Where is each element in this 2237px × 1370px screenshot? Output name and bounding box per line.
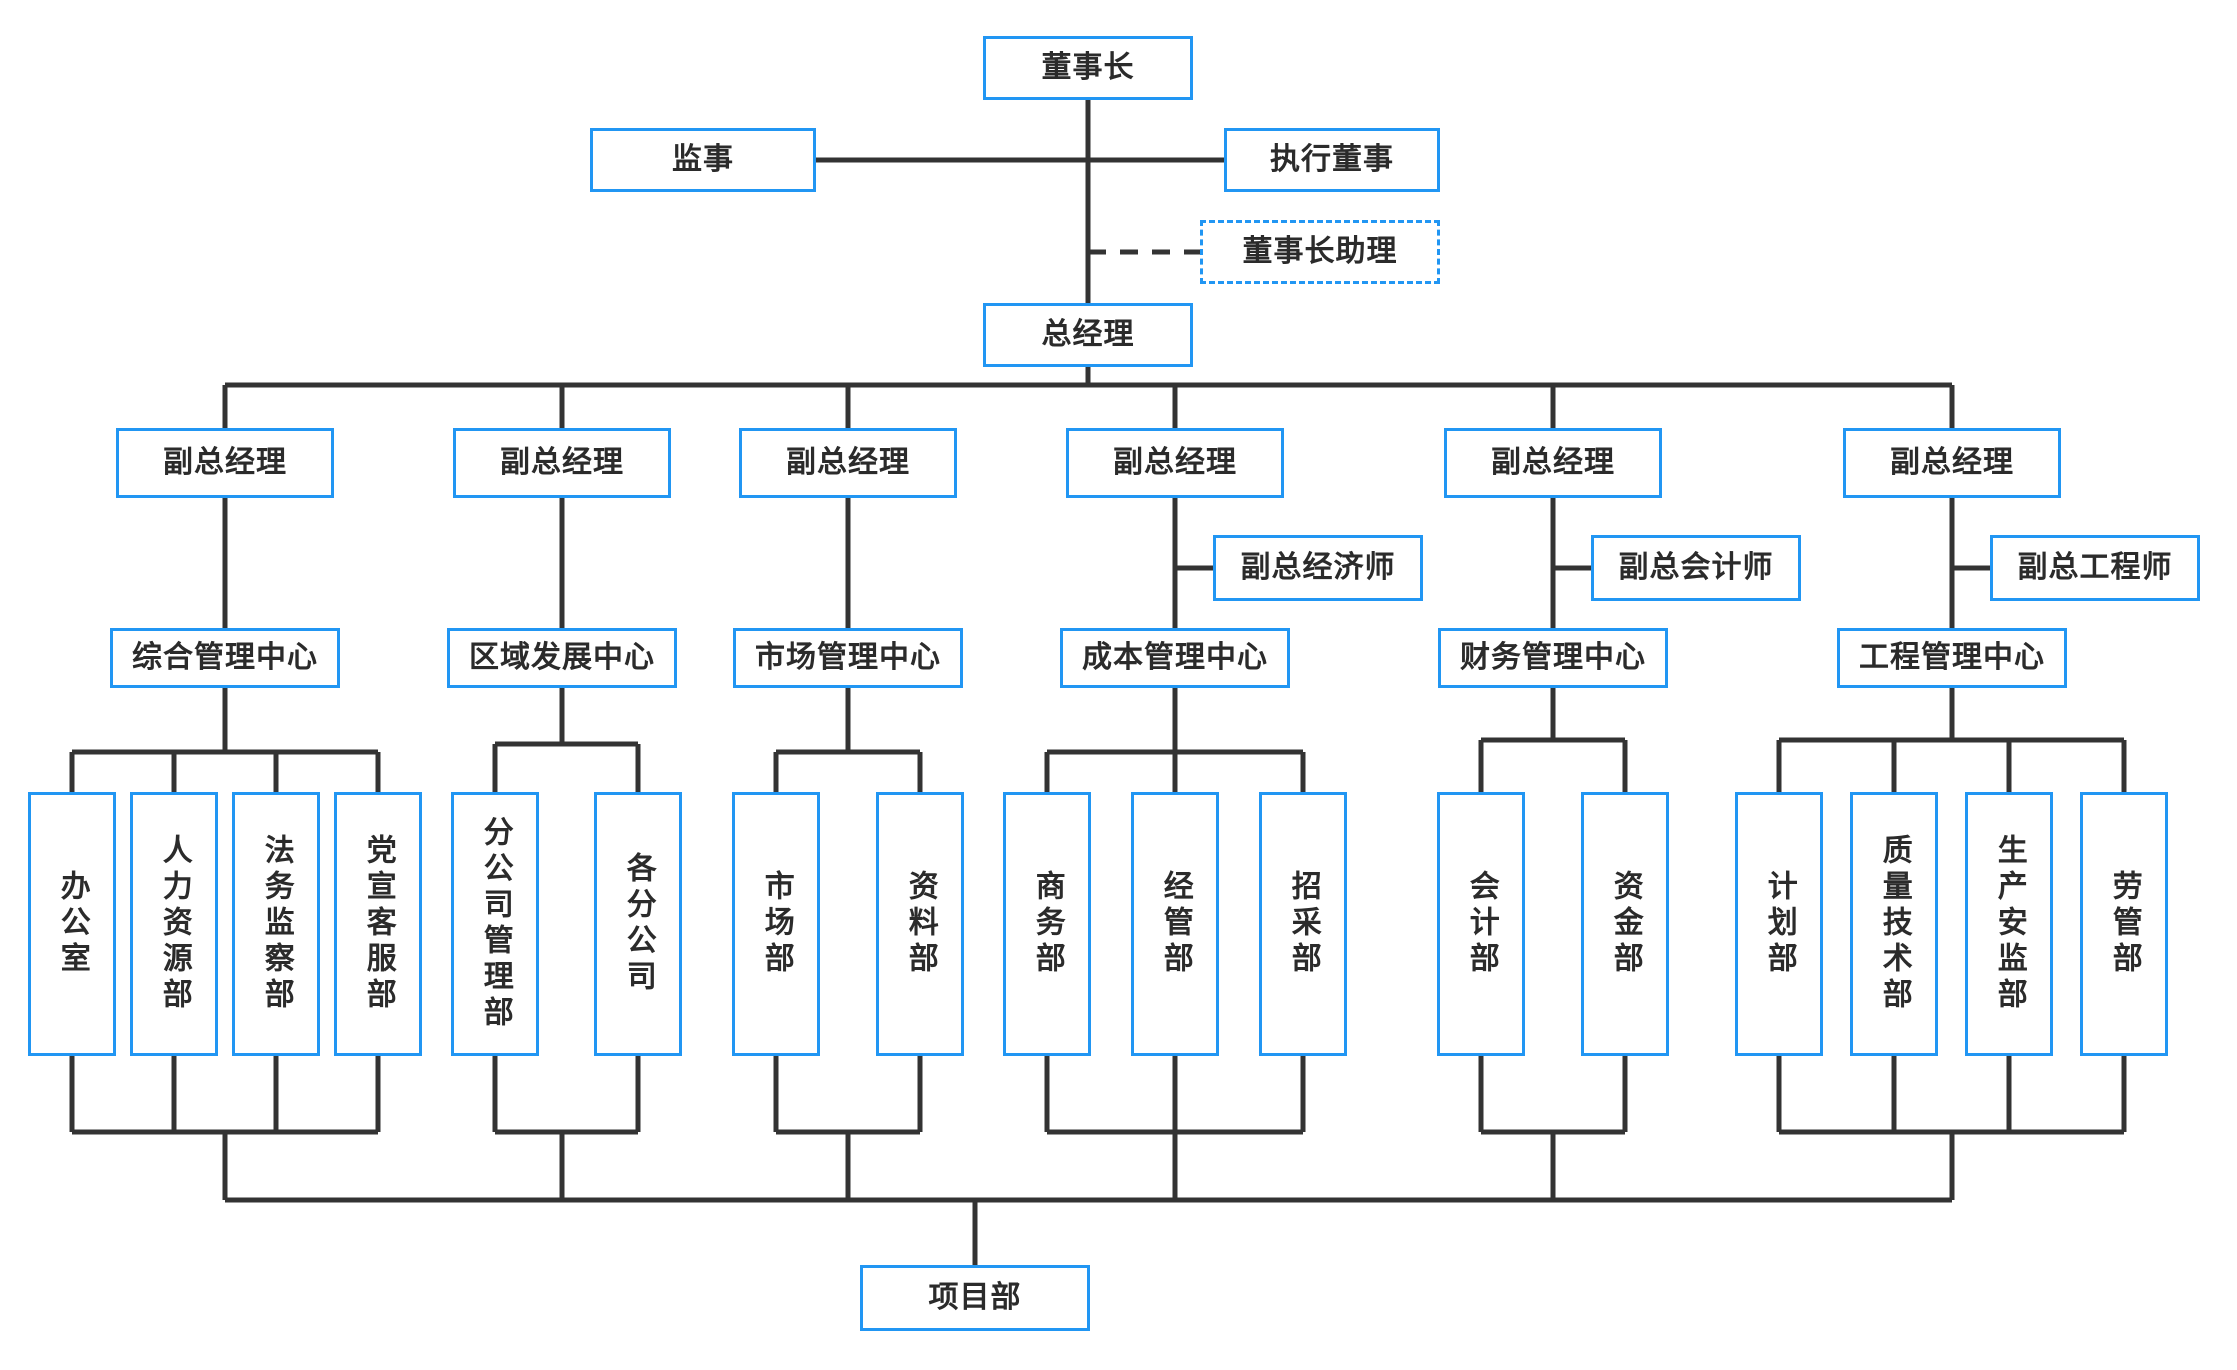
node-chairman-assistant[interactable]: 董事长助理 <box>1200 220 1440 284</box>
node-dept-6-3[interactable]: 生产安监部 <box>1965 792 2053 1056</box>
node-center-6-label: 工程管理中心 <box>1859 641 2045 675</box>
node-deputy-chief-economist-label: 副总经济师 <box>1240 551 1396 585</box>
node-dept-6-4[interactable]: 劳管部 <box>2080 792 2168 1056</box>
node-dept-2-1[interactable]: 分公司管理部 <box>451 792 539 1056</box>
node-chairman[interactable]: 董事长 <box>983 36 1193 100</box>
node-dept-5-2-label: 资金部 <box>1608 870 1642 978</box>
node-deputy-gm-2-label: 副总经理 <box>500 446 624 480</box>
node-dept-5-1-label: 会计部 <box>1464 870 1498 978</box>
node-dept-5-1[interactable]: 会计部 <box>1437 792 1525 1056</box>
node-executive-director[interactable]: 执行董事 <box>1224 128 1440 192</box>
node-center-2-label: 区域发展中心 <box>469 641 655 675</box>
node-dept-4-2[interactable]: 经管部 <box>1131 792 1219 1056</box>
node-dept-6-1[interactable]: 计划部 <box>1735 792 1823 1056</box>
node-center-2[interactable]: 区域发展中心 <box>447 628 677 688</box>
node-general-manager-label: 总经理 <box>1041 318 1135 352</box>
node-supervisor[interactable]: 监事 <box>590 128 816 192</box>
node-dept-1-1[interactable]: 办公室 <box>28 792 116 1056</box>
node-deputy-chief-accountant-label: 副总会计师 <box>1618 551 1774 585</box>
node-dept-2-2-label: 各分公司 <box>621 852 655 996</box>
node-deputy-gm-6-label: 副总经理 <box>1890 446 2014 480</box>
node-dept-1-3[interactable]: 法务监察部 <box>232 792 320 1056</box>
node-dept-4-1[interactable]: 商务部 <box>1003 792 1091 1056</box>
node-dept-4-3-label: 招采部 <box>1286 870 1320 978</box>
node-dept-1-4[interactable]: 党宣客服部 <box>334 792 422 1056</box>
node-dept-1-2[interactable]: 人力资源部 <box>130 792 218 1056</box>
node-deputy-chief-accountant[interactable]: 副总会计师 <box>1591 535 1801 601</box>
node-dept-6-2[interactable]: 质量技术部 <box>1850 792 1938 1056</box>
node-project-dept-label: 项目部 <box>928 1281 1022 1315</box>
node-deputy-gm-5[interactable]: 副总经理 <box>1444 428 1662 498</box>
node-dept-6-4-label: 劳管部 <box>2107 870 2141 978</box>
node-dept-6-1-label: 计划部 <box>1762 870 1796 978</box>
node-dept-4-3[interactable]: 招采部 <box>1259 792 1347 1056</box>
node-deputy-gm-1[interactable]: 副总经理 <box>116 428 334 498</box>
node-dept-6-2-label: 质量技术部 <box>1877 834 1911 1014</box>
node-deputy-gm-5-label: 副总经理 <box>1491 446 1615 480</box>
node-dept-3-1[interactable]: 市场部 <box>732 792 820 1056</box>
node-deputy-gm-3[interactable]: 副总经理 <box>739 428 957 498</box>
node-deputy-chief-engineer[interactable]: 副总工程师 <box>1990 535 2200 601</box>
node-executive-director-label: 执行董事 <box>1270 143 1394 177</box>
node-dept-3-2-label: 资料部 <box>903 870 937 978</box>
node-deputy-gm-6[interactable]: 副总经理 <box>1843 428 2061 498</box>
node-dept-2-1-label: 分公司管理部 <box>478 816 512 1032</box>
node-dept-4-2-label: 经管部 <box>1158 870 1192 978</box>
node-general-manager[interactable]: 总经理 <box>983 303 1193 367</box>
node-dept-1-3-label: 法务监察部 <box>259 834 293 1014</box>
node-deputy-chief-engineer-label: 副总工程师 <box>2017 551 2173 585</box>
node-center-1[interactable]: 综合管理中心 <box>110 628 340 688</box>
node-dept-3-1-label: 市场部 <box>759 870 793 978</box>
node-dept-4-1-label: 商务部 <box>1030 870 1064 978</box>
node-deputy-gm-2[interactable]: 副总经理 <box>453 428 671 498</box>
node-center-4[interactable]: 成本管理中心 <box>1060 628 1290 688</box>
node-chairman-label: 董事长 <box>1041 51 1135 85</box>
node-deputy-chief-economist[interactable]: 副总经济师 <box>1213 535 1423 601</box>
node-dept-1-1-label: 办公室 <box>55 870 89 978</box>
node-center-6[interactable]: 工程管理中心 <box>1837 628 2067 688</box>
node-center-5[interactable]: 财务管理中心 <box>1438 628 1668 688</box>
node-deputy-gm-4-label: 副总经理 <box>1113 446 1237 480</box>
node-center-5-label: 财务管理中心 <box>1460 641 1646 675</box>
node-center-3-label: 市场管理中心 <box>755 641 941 675</box>
node-dept-5-2[interactable]: 资金部 <box>1581 792 1669 1056</box>
node-deputy-gm-3-label: 副总经理 <box>786 446 910 480</box>
node-center-4-label: 成本管理中心 <box>1082 641 1268 675</box>
node-project-dept[interactable]: 项目部 <box>860 1265 1090 1331</box>
node-deputy-gm-1-label: 副总经理 <box>163 446 287 480</box>
node-chairman-assistant-label: 董事长助理 <box>1242 235 1398 269</box>
node-deputy-gm-4[interactable]: 副总经理 <box>1066 428 1284 498</box>
node-dept-1-4-label: 党宣客服部 <box>361 834 395 1014</box>
node-dept-6-3-label: 生产安监部 <box>1992 834 2026 1014</box>
node-supervisor-label: 监事 <box>672 143 734 177</box>
node-center-1-label: 综合管理中心 <box>132 641 318 675</box>
node-dept-2-2[interactable]: 各分公司 <box>594 792 682 1056</box>
node-center-3[interactable]: 市场管理中心 <box>733 628 963 688</box>
node-dept-1-2-label: 人力资源部 <box>157 834 191 1014</box>
node-dept-3-2[interactable]: 资料部 <box>876 792 964 1056</box>
